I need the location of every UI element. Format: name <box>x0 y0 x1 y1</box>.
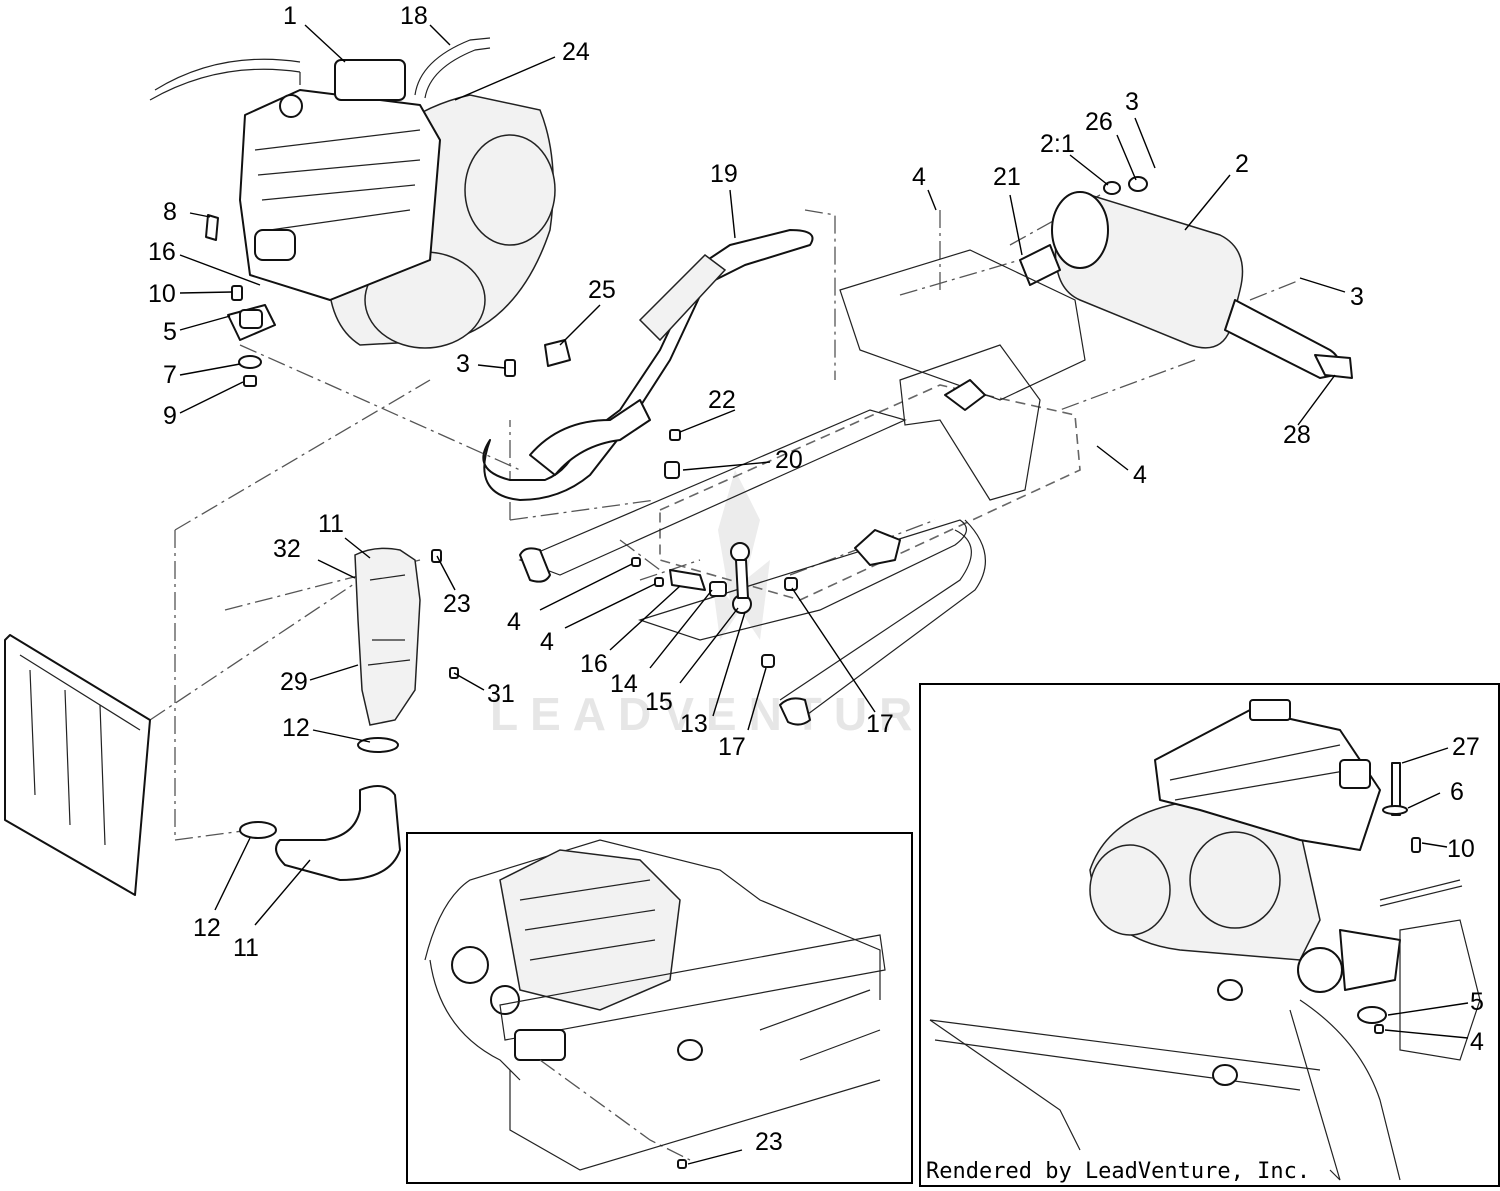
callout-3: 3 <box>1350 283 1364 311</box>
linkage-parts <box>631 461 798 668</box>
callout-4: 4 <box>1470 1028 1484 1056</box>
callout-4: 4 <box>507 608 521 636</box>
callout-12: 12 <box>193 914 221 942</box>
callout-3: 3 <box>1125 88 1139 116</box>
callout-29: 29 <box>280 668 308 696</box>
callout-24: 24 <box>562 38 590 66</box>
callout-26: 26 <box>1085 108 1113 136</box>
engine-mount-parts <box>205 214 276 387</box>
callout-23: 23 <box>443 590 471 618</box>
callout-31: 31 <box>487 680 515 708</box>
callout-17: 17 <box>718 733 746 761</box>
watermark: LEADVENTURE <box>490 470 967 740</box>
watermark-text: LEADVENTURE <box>490 688 967 740</box>
leader-lines <box>179 24 1346 926</box>
inset-engine-front: 23 <box>406 832 913 1184</box>
callout-14: 14 <box>610 670 638 698</box>
callout-15: 15 <box>645 688 673 716</box>
callout-19: 19 <box>710 160 738 188</box>
callout-10: 10 <box>148 280 176 308</box>
callout-10: 10 <box>1447 835 1475 863</box>
callout-28: 28 <box>1283 421 1311 449</box>
callout-7: 7 <box>163 361 177 389</box>
callout-27: 27 <box>1452 733 1480 761</box>
callout-2-1: 2:1 <box>1040 130 1075 158</box>
callout-25: 25 <box>588 276 616 304</box>
callout-8: 8 <box>163 198 177 226</box>
vehicle-frame <box>518 249 1086 726</box>
callout-2: 2 <box>1235 150 1249 178</box>
exhaust-pipe <box>482 229 814 501</box>
callout-6: 6 <box>1450 778 1464 806</box>
callout-1: 1 <box>283 2 297 30</box>
callout-16: 16 <box>148 238 176 266</box>
callout-3: 3 <box>456 350 470 378</box>
callout-22: 22 <box>708 386 736 414</box>
callout-16: 16 <box>580 650 608 678</box>
callout-4: 4 <box>540 628 554 656</box>
credit-text: Rendered by LeadVenture, Inc. <box>926 1159 1310 1184</box>
callout-32: 32 <box>273 535 301 563</box>
callout-5: 5 <box>1470 988 1484 1016</box>
shield-panel <box>4 634 151 896</box>
inset-engine-rear: 27 6 10 5 4 Rendered by LeadVenture, Inc… <box>919 683 1500 1187</box>
callout-21: 21 <box>993 163 1021 191</box>
callout-17: 17 <box>866 710 894 738</box>
callout-4: 4 <box>1133 461 1147 489</box>
callout-4: 4 <box>912 163 926 191</box>
engine-assembly <box>149 37 556 349</box>
callout-13: 13 <box>680 710 708 738</box>
callout-11: 11 <box>318 510 344 538</box>
callout-12: 12 <box>282 714 310 742</box>
callout-18: 18 <box>400 2 428 30</box>
intake-duct-assembly <box>239 547 459 881</box>
callout-20: 20 <box>775 446 803 474</box>
callout-9: 9 <box>163 402 177 430</box>
muffler-assembly <box>1019 176 1353 379</box>
callout-11: 11 <box>233 934 259 962</box>
callout-5: 5 <box>163 318 177 346</box>
callout-labels: 1 18 24 8 16 10 5 7 9 19 25 3 22 20 4 21… <box>148 2 1364 962</box>
callout-23: 23 <box>755 1128 783 1156</box>
alignment-lines <box>149 194 1301 841</box>
